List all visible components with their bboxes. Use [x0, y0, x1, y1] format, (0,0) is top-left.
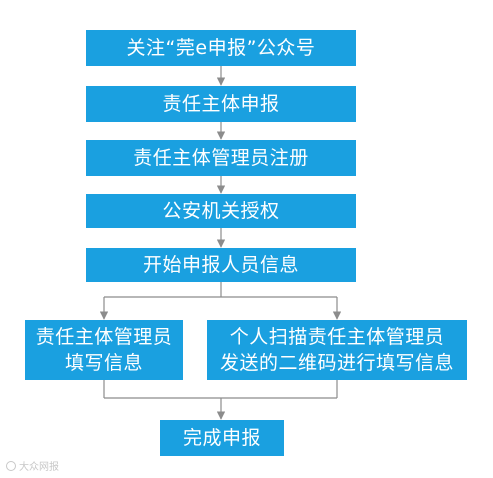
step-scan-qr-fill-info-line-1: 个人扫描责任主体管理员 [229, 326, 445, 348]
step-complete: 完成申报 [160, 420, 284, 456]
step-admin-register: 责任主体管理员注册 [86, 140, 356, 176]
step-complete-label: 完成申报 [182, 427, 261, 449]
step-admin-fill-info-line-1: 责任主体管理员 [35, 326, 173, 348]
watermark-text: 大众网报 [19, 462, 59, 473]
watermark-logo-icon [6, 460, 16, 471]
step-follow-account-label: 关注“莞e申报”公众号 [126, 37, 316, 59]
step-entity-apply-label: 责任主体申报 [162, 93, 280, 115]
step-start-personnel-label: 开始申报人员信息 [142, 254, 299, 276]
step-police-authorize: 公安机关授权 [86, 194, 356, 228]
step-scan-qr-fill-info-line-2: 发送的二维码进行填写信息 [219, 352, 454, 374]
watermark: 大众网报 [6, 458, 59, 473]
step-follow-account: 关注“莞e申报”公众号 [86, 30, 356, 66]
step-scan-qr-fill-info: 个人扫描责任主体管理员 发送的二维码进行填写信息 [207, 320, 467, 380]
step-start-personnel: 开始申报人员信息 [86, 248, 356, 282]
step-police-authorize-label: 公安机关授权 [162, 200, 280, 222]
step-admin-fill-info-line-2: 填写信息 [64, 352, 143, 374]
step-admin-register-label: 责任主体管理员注册 [133, 147, 309, 169]
step-admin-fill-info: 责任主体管理员 填写信息 [25, 320, 183, 380]
step-entity-apply: 责任主体申报 [86, 86, 356, 122]
